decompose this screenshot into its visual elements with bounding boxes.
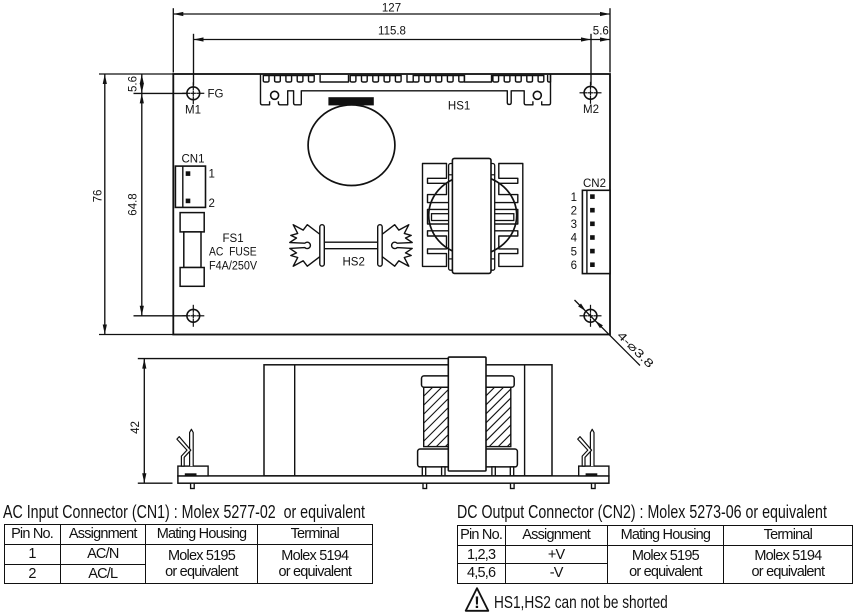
svg-text:4: 4 [571,233,578,245]
svg-text:76: 76 [92,190,104,203]
svg-text:2: 2 [209,198,215,210]
svg-text:6: 6 [571,260,577,272]
svg-text:5: 5 [571,246,577,258]
svg-text:5.6: 5.6 [128,76,140,92]
svg-text:CN2: CN2 [583,178,606,190]
svg-text:64.8: 64.8 [128,193,140,215]
svg-text:AC FUSE: AC FUSE [209,246,257,258]
svg-text:!: ! [474,593,480,612]
svg-text:FS1: FS1 [223,233,244,245]
svg-text:5.6: 5.6 [593,25,609,37]
svg-text:42: 42 [130,421,142,434]
svg-text:M2: M2 [583,104,599,116]
svg-text:HS1: HS1 [448,100,470,112]
svg-text:F4A/250V: F4A/250V [209,260,257,272]
svg-text:1: 1 [209,169,215,181]
svg-text:3: 3 [571,219,577,231]
svg-text:127: 127 [382,2,401,14]
svg-text:FG: FG [208,88,224,100]
svg-text:HS2: HS2 [343,256,365,268]
svg-text:M1: M1 [185,104,201,116]
svg-text:2: 2 [571,205,577,217]
svg-text:1: 1 [571,192,577,204]
svg-text:CN1: CN1 [182,153,205,165]
svg-text:115.8: 115.8 [378,25,406,37]
svg-text:4-⌀3.8: 4-⌀3.8 [614,330,655,371]
